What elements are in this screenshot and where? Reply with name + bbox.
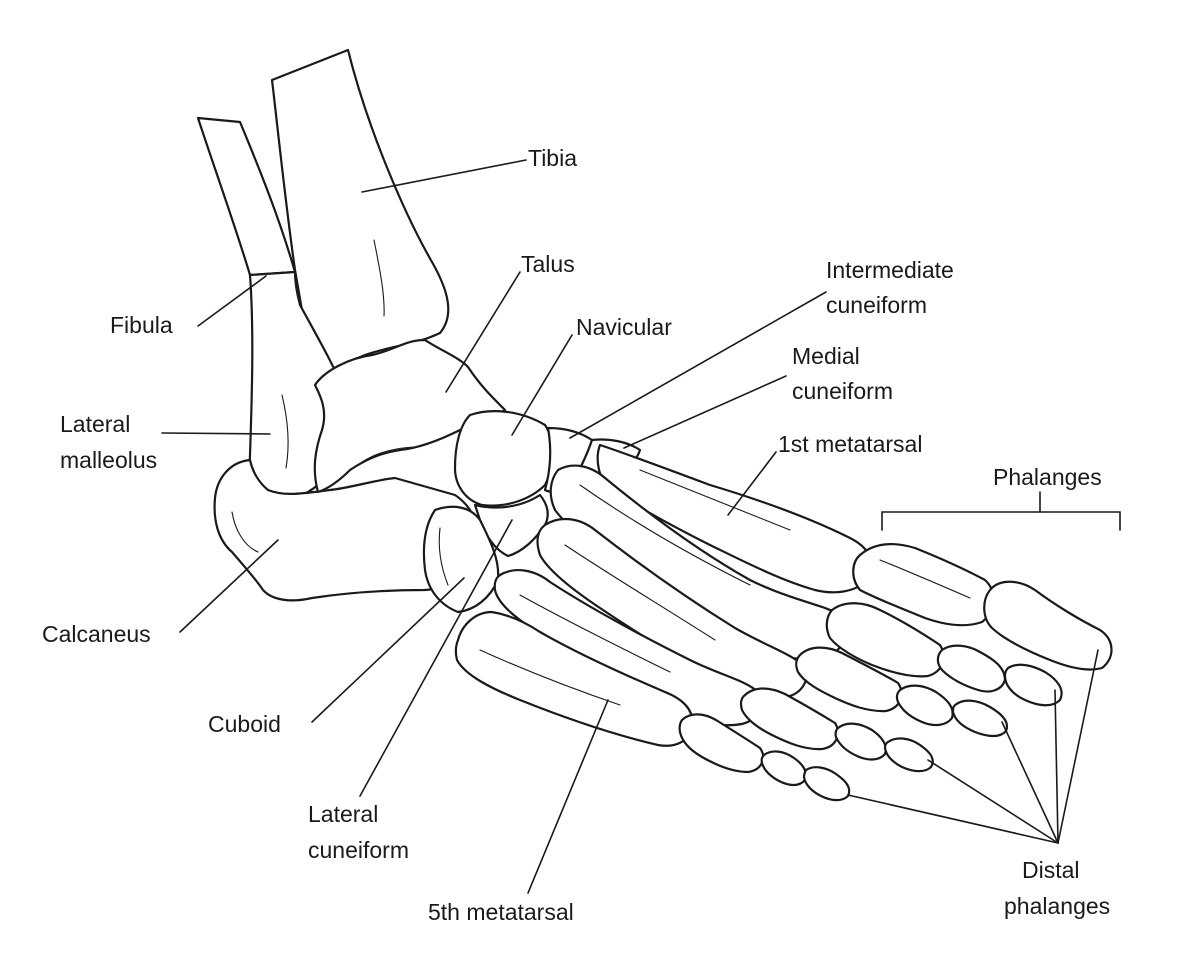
fibula-leader	[197, 275, 267, 327]
navicular-leader	[511, 334, 573, 436]
tibia-leader	[361, 159, 527, 193]
second-toe-distal-phalanx	[1003, 663, 1063, 707]
label-fifth-metatarsal: 5th metatarsal	[428, 899, 574, 925]
distal-leader-2	[1054, 689, 1059, 844]
second-toe-middle-phalanx	[936, 644, 1007, 693]
label-navicular: Navicular	[576, 314, 672, 340]
label-distal-phalanges-line1: Distal	[1022, 857, 1080, 883]
navicular-bone	[453, 410, 554, 507]
label-calcaneus: Calcaneus	[42, 621, 151, 647]
third-toe-proximal-phalanx	[795, 646, 903, 713]
leader-lines	[161, 159, 1121, 894]
label-medial-cuneiform-line2: cuneiform	[792, 378, 893, 404]
fifth-toe-middle-phalanx	[760, 750, 808, 787]
label-fibula: Fibula	[110, 312, 173, 338]
great-toe-distal-phalanx	[983, 580, 1113, 671]
label-talus: Talus	[521, 251, 575, 277]
calcaneus-leader	[179, 539, 279, 633]
third-toe-middle-phalanx	[895, 684, 954, 727]
label-distal-phalanges-line2: phalanges	[1004, 893, 1110, 919]
label-lateral-malleolus-line2: malleolus	[60, 447, 157, 473]
distal-leader-3	[1001, 721, 1059, 844]
first-metatarsal-leader	[727, 451, 777, 516]
third-toe-distal-phalanx	[951, 699, 1009, 738]
label-lateral-cuneiform-line2: cuneiform	[308, 837, 409, 863]
cuboid-leader	[311, 577, 465, 723]
distal-leader-1	[1057, 649, 1099, 844]
labels: Tibia Talus Fibula Navicular Intermediat…	[42, 145, 1110, 925]
fourth-toe-middle-phalanx	[834, 722, 887, 761]
lateral-malleolus-leader	[161, 432, 271, 435]
fifth-toe-distal-phalanx	[802, 766, 851, 802]
second-toe-proximal-phalanx	[825, 602, 945, 678]
phalanges-bracket	[881, 511, 1121, 531]
medial-cuneiform-leader	[623, 375, 787, 449]
fourth-toe-proximal-phalanx	[739, 687, 839, 751]
cuboid-bone	[422, 505, 500, 614]
label-tibia: Tibia	[528, 145, 577, 171]
label-medial-cuneiform-line1: Medial	[792, 343, 860, 369]
talus-leader	[445, 271, 521, 393]
label-lateral-cuneiform-line1: Lateral	[308, 801, 378, 827]
fourth-metatarsal-bone	[493, 568, 762, 727]
label-cuboid: Cuboid	[208, 711, 281, 737]
label-first-metatarsal: 1st metatarsal	[778, 431, 922, 457]
label-lateral-malleolus-line1: Lateral	[60, 411, 130, 437]
fifth-metatarsal-leader	[527, 699, 609, 894]
great-toe-proximal-phalanx	[852, 543, 995, 627]
distal-leader-5	[847, 794, 1059, 844]
fourth-toe-distal-phalanx	[883, 737, 934, 773]
label-phalanges: Phalanges	[993, 464, 1102, 490]
fifth-toe-proximal-phalanx	[678, 713, 765, 774]
label-intermediate-cuneiform-line2: cuneiform	[826, 292, 927, 318]
distal-leader-4	[927, 759, 1059, 844]
label-intermediate-cuneiform-line1: Intermediate	[826, 257, 954, 283]
intermediate-cuneiform-leader	[569, 291, 827, 439]
lateral-cuneiform-leader	[359, 519, 513, 797]
